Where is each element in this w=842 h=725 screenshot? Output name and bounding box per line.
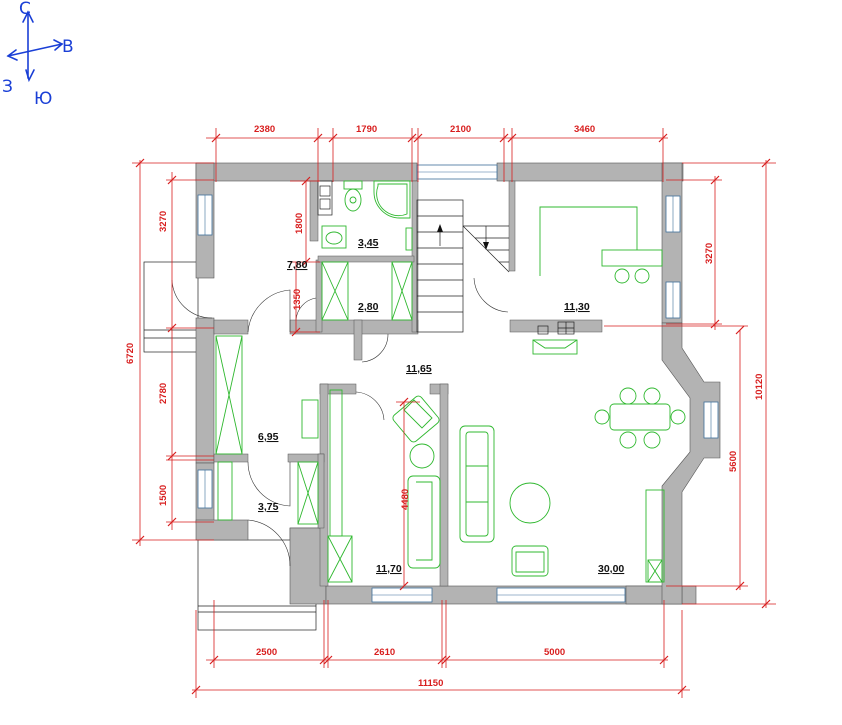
doors bbox=[171, 277, 509, 567]
exterior-walls bbox=[195, 162, 721, 605]
dim-top-3: 2100 bbox=[450, 124, 471, 135]
dim-top-4: 3460 bbox=[574, 124, 595, 135]
room-area-hall: 11,65 bbox=[406, 363, 432, 375]
dim-bottom-total: 11150 bbox=[418, 678, 443, 689]
dim-left-1: 3270 bbox=[158, 211, 169, 232]
room-area-living-room: 30,00 bbox=[598, 563, 624, 575]
dimension-labels: 2380 1790 2100 3460 6720 3270 2780 1500 … bbox=[125, 124, 765, 689]
interior-walls bbox=[213, 180, 603, 587]
room-area-study: 11,70 bbox=[376, 563, 402, 575]
room-area-vestibule: 6,95 bbox=[258, 431, 279, 443]
room-area-entrance: 3,75 bbox=[258, 501, 279, 513]
dim-top-2: 1790 bbox=[356, 124, 377, 135]
room-area-closet: 2,80 bbox=[358, 301, 379, 313]
dim-top-1: 2380 bbox=[254, 124, 275, 135]
room-area-bathroom: 3,45 bbox=[358, 237, 379, 249]
compass-west: З bbox=[2, 77, 13, 97]
dim-left-3: 1500 bbox=[158, 485, 169, 506]
dim-bottom-2: 2610 bbox=[374, 647, 395, 658]
dim-interior-1: 1800 bbox=[294, 213, 305, 234]
compass-east: В bbox=[62, 37, 74, 57]
staircase bbox=[416, 199, 510, 333]
dim-left-2: 2780 bbox=[158, 383, 169, 404]
compass-north: С bbox=[19, 0, 31, 19]
dim-left-outer: 6720 bbox=[125, 343, 136, 364]
compass-rose: С В З Ю bbox=[2, 0, 74, 109]
dim-right-mid: 5600 bbox=[728, 451, 739, 472]
dim-interior-3: 4480 bbox=[400, 489, 411, 510]
dim-bottom-1: 2500 bbox=[256, 647, 277, 658]
dim-bottom-3: 5000 bbox=[544, 647, 565, 658]
dimension-lines bbox=[132, 128, 776, 698]
dim-right-outer: 10120 bbox=[754, 374, 765, 400]
dim-interior-2: 1350 bbox=[292, 289, 303, 310]
room-area-corridor-upper: 7,80 bbox=[287, 259, 308, 271]
furniture bbox=[215, 180, 686, 583]
room-area-labels: 3,45 7,80 2,80 11,30 11,65 6,95 3,75 11,… bbox=[258, 237, 624, 575]
compass-south: Ю bbox=[34, 89, 52, 109]
dim-right-inner: 3270 bbox=[704, 243, 715, 264]
room-area-kitchen: 11,30 bbox=[564, 301, 590, 313]
